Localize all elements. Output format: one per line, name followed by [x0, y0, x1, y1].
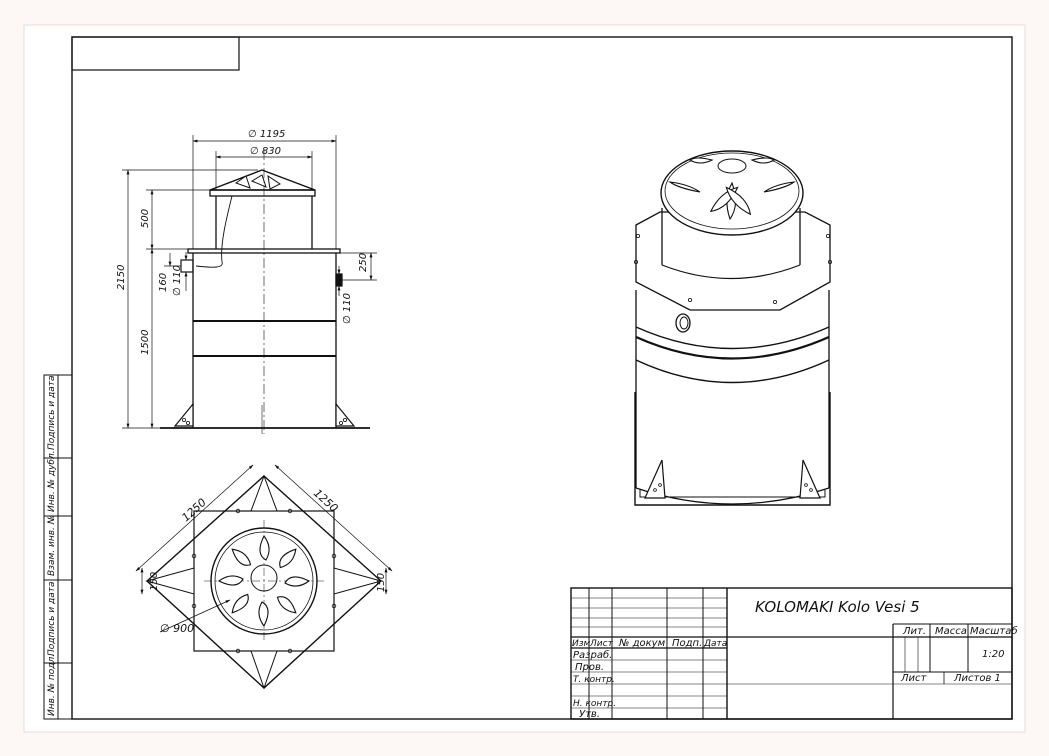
dim-diameter-830: ∅ 830	[250, 146, 281, 157]
side-label-vzam-inv: Взам. инв. №	[47, 515, 57, 576]
cell-sheets-total: Листов 1	[953, 673, 1001, 684]
plan-view-dimensions	[135, 464, 393, 633]
side-label-sign-date-2: Подпись и дата	[47, 581, 57, 656]
cell-masshtab: Масштаб	[970, 625, 1018, 637]
col-doc-number: № докум	[618, 638, 666, 649]
dim-diameter-900: ∅ 900	[160, 622, 194, 635]
dim-diameter-1195: ∅ 1195	[248, 129, 285, 140]
cell-lit: Лит.	[902, 626, 926, 637]
side-strip	[43, 374, 73, 720]
plan-view	[145, 474, 383, 690]
front-view-dimensions	[122, 135, 377, 429]
row-n-kontr: Н. контр.	[573, 699, 616, 709]
col-izm: Изм	[572, 639, 591, 649]
dim-height-2150: 2150	[116, 265, 127, 290]
dim-height-500: 500	[140, 209, 151, 228]
dim-offset-150-right: 150	[376, 573, 387, 592]
side-label-sign-date-1: Подпись и дата	[47, 375, 57, 450]
isometric-view	[634, 150, 833, 506]
row-prov: Пров.	[575, 662, 604, 673]
title-block	[570, 587, 1013, 720]
dim-pipe-110-left: ∅ 110	[172, 265, 183, 296]
dim-offset-250: 250	[358, 253, 369, 272]
page-background	[23, 24, 1026, 733]
top-left-stamp-box	[71, 36, 240, 71]
cell-massa: Масса	[935, 626, 967, 637]
dim-offset-160: 160	[158, 273, 169, 292]
front-view	[160, 150, 370, 434]
dim-offset-150-left: 150	[149, 572, 160, 591]
col-date: Дата	[703, 639, 727, 649]
row-utv: Утв.	[579, 709, 600, 720]
drawing-title: KOLOMAKI Kolo Vesi 5	[755, 598, 920, 616]
col-list: Лист	[589, 639, 614, 649]
row-t-kontr: Т. контр.	[573, 675, 615, 685]
side-label-inv-podl: Инв. № подл.	[47, 654, 57, 716]
col-signature: Подп.	[672, 638, 702, 649]
dim-height-1500: 1500	[140, 330, 151, 355]
row-razrab: Разраб.	[573, 649, 612, 661]
cell-sheet: Лист	[900, 673, 928, 684]
dim-pipe-110-right: ∅ 110	[342, 293, 353, 324]
cell-scale-value: 1:20	[982, 649, 1004, 660]
side-label-inv-dubl: Инв. № дубл.	[47, 450, 57, 512]
